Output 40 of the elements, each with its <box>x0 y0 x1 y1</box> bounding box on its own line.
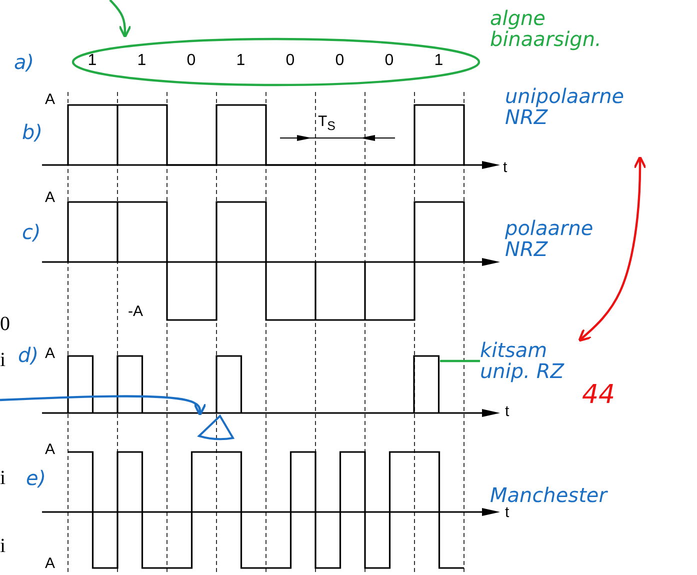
handwritten-note: unipolaarne NRZ <box>505 86 626 128</box>
bit-value: 0 <box>384 53 394 70</box>
handwritten-note: a) <box>14 52 34 73</box>
axis-label: t <box>505 505 510 521</box>
bit-value: 1 <box>434 53 444 70</box>
triangle-mark <box>196 414 236 442</box>
handwritten-note: e) <box>26 468 46 489</box>
bit-value: 0 <box>186 53 196 70</box>
handwritten-note: Manchester <box>490 485 607 506</box>
leader-line <box>440 360 480 362</box>
clipped-text: i <box>0 468 6 489</box>
handwritten-note: d) <box>18 345 38 366</box>
bit-value: 0 <box>286 53 295 70</box>
handwritten-note: b) <box>22 122 42 143</box>
bit-value: 1 <box>88 53 97 70</box>
arrow <box>578 156 647 342</box>
axis-label: A <box>45 190 56 206</box>
axis-label: t <box>505 404 510 420</box>
handwritten-note: c) <box>22 222 41 243</box>
handwritten-note: polaarne NRZ <box>505 218 594 260</box>
handwritten-note: kitsam unip. RZ <box>480 340 566 382</box>
arrow <box>0 395 207 416</box>
clipped-text: i <box>0 536 6 557</box>
clipped-text: 0 <box>0 314 10 335</box>
axis-label: T$_{S}$ <box>318 114 336 134</box>
pulse <box>413 355 440 413</box>
axis-label: A <box>45 442 56 458</box>
arrow <box>109 0 132 38</box>
bit-value: 0 <box>335 53 344 70</box>
handwritten-note: 44 <box>582 382 616 410</box>
bit-value: 1 <box>236 53 246 70</box>
bit-value: 1 <box>137 53 146 70</box>
clipped-text: i <box>0 350 6 371</box>
bit-sequence-ellipse <box>70 36 482 88</box>
handwritten-note: algne binaarsign. <box>490 8 602 50</box>
axis-label: A <box>45 92 56 108</box>
axis-label: t <box>503 160 508 176</box>
axis-label: A <box>45 556 56 572</box>
axis-label: -A <box>128 304 143 320</box>
axis-label: A <box>45 346 56 362</box>
